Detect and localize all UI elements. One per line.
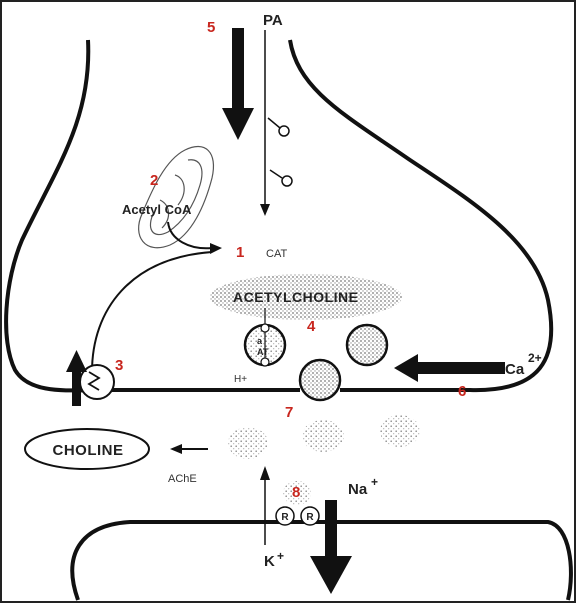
step-number-4: 4 [307, 318, 316, 335]
ach-cleft-cluster [380, 415, 420, 447]
step-number-7: 7 [285, 404, 293, 421]
step-number-3: 3 [115, 357, 123, 374]
receptor-label: R [281, 512, 289, 523]
step-number-5: 5 [207, 19, 215, 36]
ach-cleft-cluster [228, 427, 268, 459]
pa-label: PA [263, 12, 283, 29]
sodium-charge-label: + [371, 475, 378, 489]
receptor-label: R [306, 512, 314, 523]
vesicle-transporter-bottom-icon [261, 358, 269, 366]
vesicle-fusing [300, 360, 340, 400]
step-number-2: 2 [150, 172, 158, 189]
calcium-charge-label: 2+ [528, 351, 542, 365]
acetyl-coa-to-cat-arrow [168, 222, 212, 248]
ache-label: AChE [168, 473, 197, 485]
acetylcholine-label: ACETYLCHOLINE [233, 289, 359, 305]
ion-channel-icon [268, 118, 292, 186]
potassium-charge-label: + [277, 549, 284, 563]
action-potential-arrow-icon [222, 28, 254, 140]
choline-label: CHOLINE [53, 442, 124, 459]
acetyl-coa-label: Acetyl CoA [122, 202, 192, 217]
step-number-6: 6 [458, 383, 466, 400]
vesicle-at-label: AT [257, 347, 269, 357]
cat-label: CAT [266, 248, 287, 260]
choline-recycle-arrow [92, 252, 212, 372]
h-plus-label: H+ [234, 374, 247, 385]
presynaptic-membrane-right [290, 40, 551, 390]
ache-arrowhead-icon [170, 444, 182, 454]
calcium-label: Ca [505, 361, 525, 378]
step-number-1: 1 [236, 244, 244, 261]
calcium-influx-arrow-icon [394, 354, 505, 382]
pa-arrowhead-icon [260, 204, 270, 216]
potassium-arrowhead-icon [260, 466, 270, 480]
step-number-8: 8 [292, 484, 300, 501]
sodium-label: Na [348, 481, 368, 498]
vesicle-filled [347, 325, 387, 365]
ach-cleft-cluster [302, 420, 344, 452]
vesicle-transporter-top-icon [261, 324, 269, 332]
potassium-label: K [264, 553, 275, 570]
mitochondrion-icon [139, 146, 214, 247]
